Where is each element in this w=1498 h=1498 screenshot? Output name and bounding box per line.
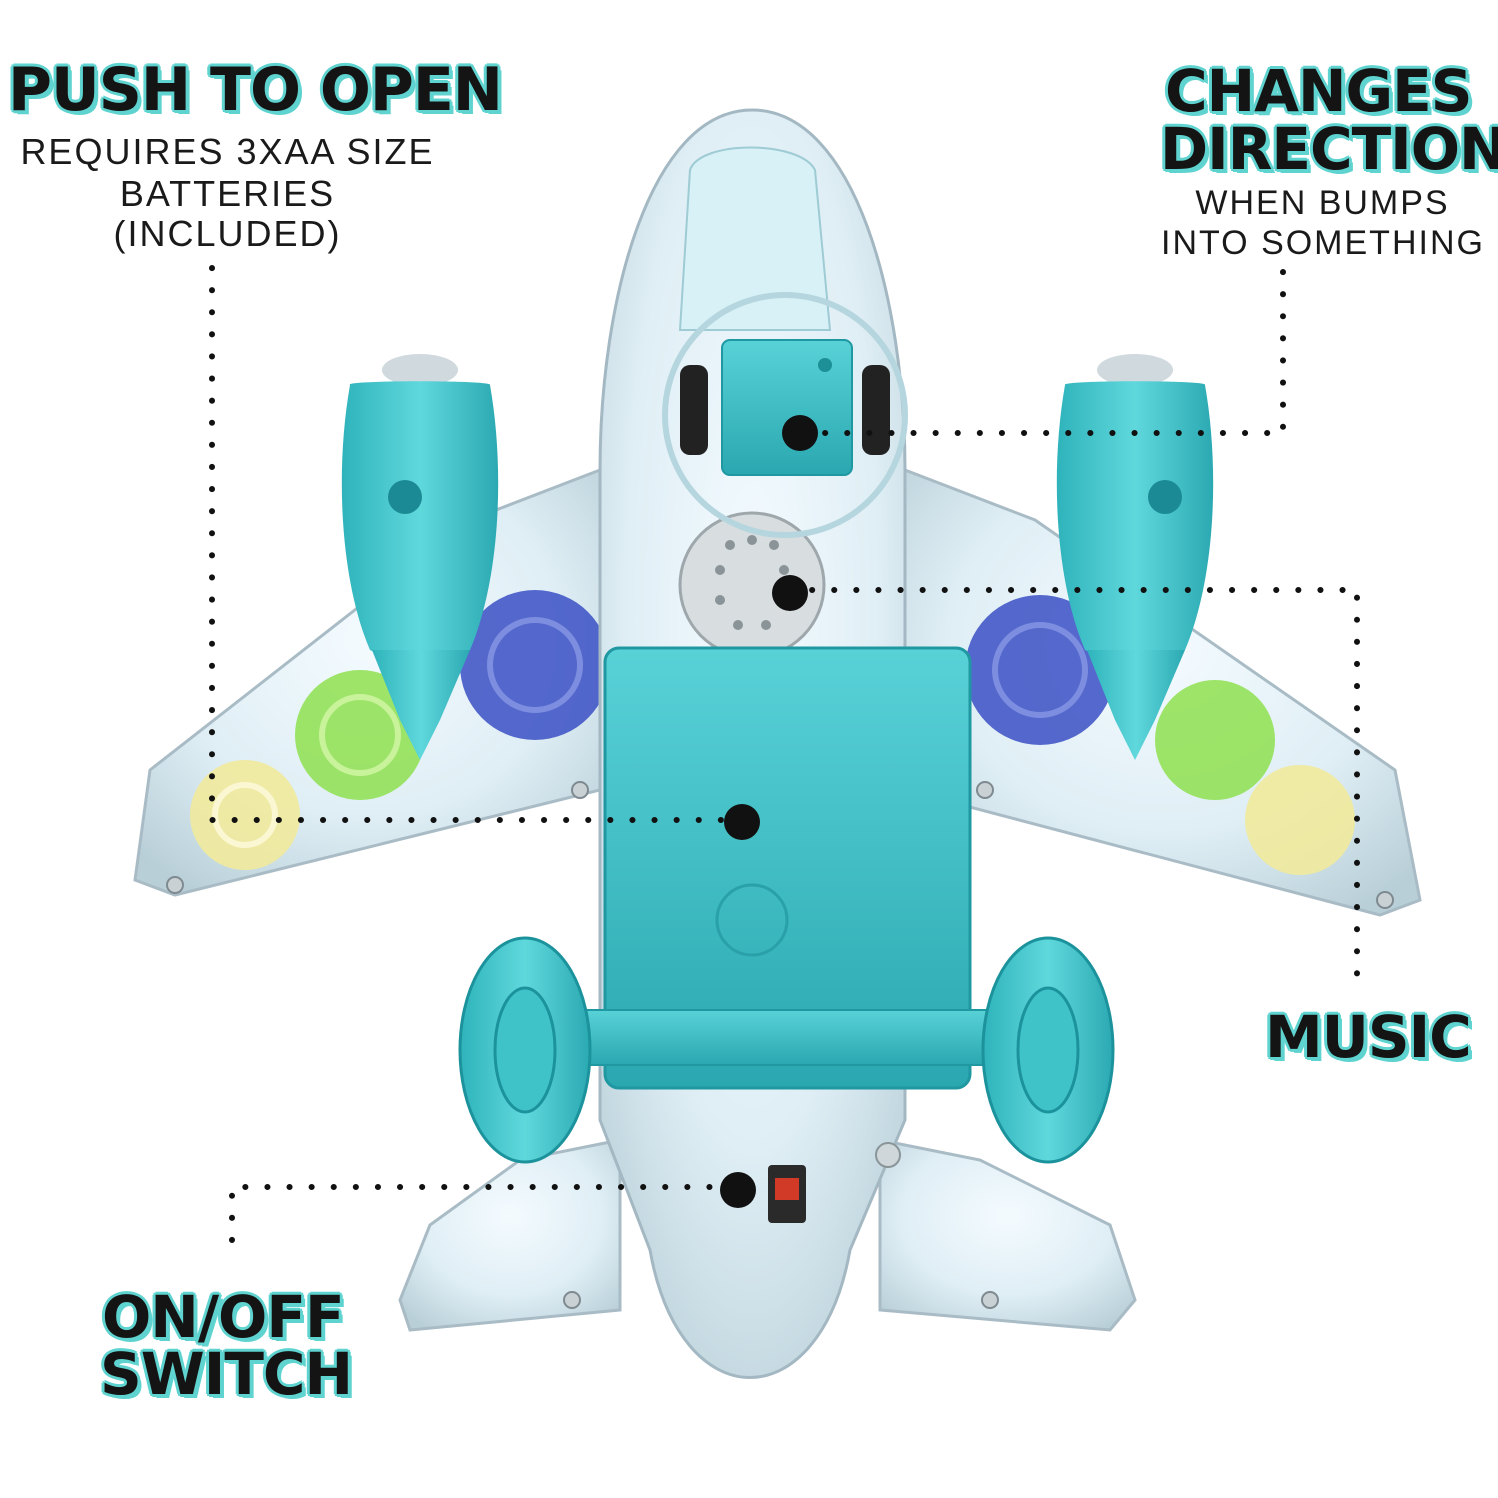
- right-tail-fin: [878, 1138, 1137, 1332]
- direction-callout-line-1: WHEN BUMPS: [1195, 184, 1450, 222]
- battery-cover: [603, 646, 972, 1090]
- dot-direction: [782, 415, 818, 451]
- battery-callout-line-1: REQUIRES 3XAA SIZE: [20, 131, 435, 172]
- dot-battery: [724, 804, 760, 840]
- music-callout-title: MUSIC: [1265, 1003, 1472, 1071]
- direction-callout-title-2: DIRECTION: [1160, 115, 1498, 183]
- battery-callout-line-2: BATTERIES: [119, 173, 336, 214]
- front-wheel-block: [721, 339, 853, 476]
- battery-callout-title: PUSH TO OPEN: [8, 55, 503, 125]
- rear-axle: [539, 1009, 1021, 1066]
- dot-switch: [720, 1172, 756, 1208]
- left-engine: [341, 354, 499, 760]
- direction-callout-line-2: INTO SOMETHING: [1161, 224, 1485, 262]
- left-tail-fin: [398, 1138, 622, 1332]
- right-engine: [1056, 354, 1214, 760]
- left-rear-wheel: [458, 936, 592, 1164]
- direction-callout-title-1: CHANGES: [1165, 57, 1473, 125]
- dot-music: [772, 575, 808, 611]
- bumper-ring: [662, 292, 908, 538]
- right-rear-wheel: [981, 936, 1115, 1164]
- switch-callout-title-1: ON/OFF: [102, 1283, 345, 1351]
- left-gears: [190, 590, 610, 870]
- leader-battery: [209, 265, 743, 823]
- switch-callout-title-2: SWITCH: [100, 1340, 353, 1408]
- battery-callout-line-3: (INCLUDED): [113, 213, 342, 254]
- right-gears: [965, 595, 1355, 875]
